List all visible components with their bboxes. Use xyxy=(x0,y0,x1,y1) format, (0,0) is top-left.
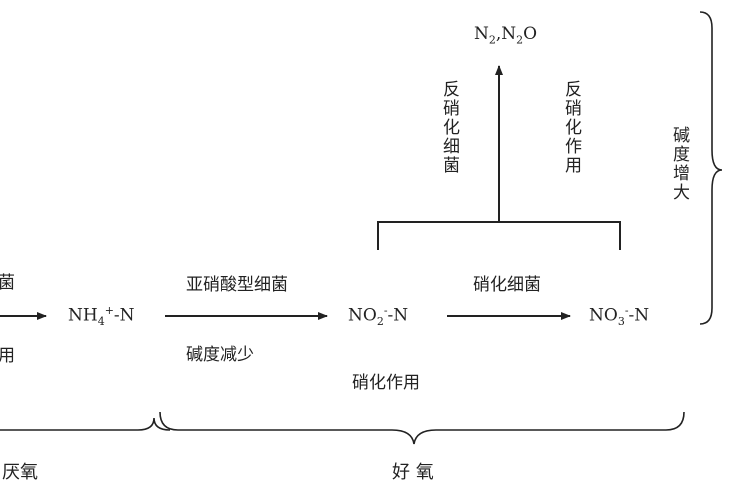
label-aerobic: 好 氧 xyxy=(392,462,434,483)
alkalinity-brace xyxy=(699,11,723,325)
label-nitrifying-bacteria: 硝化细菌 xyxy=(473,275,541,295)
label-left-bottom-partial: 用 xyxy=(0,346,15,366)
label-alkalinity-increase: 碱度增大 xyxy=(669,126,689,202)
node-n2-n2o: N2,N2O xyxy=(474,24,538,47)
label-denitrification: 反硝化作用 xyxy=(561,80,581,175)
anoxic-brace xyxy=(0,417,171,431)
aerobic-brace xyxy=(159,411,685,445)
denitrification-bracket xyxy=(377,221,621,250)
label-left-top-partial: 菌 xyxy=(0,273,15,293)
label-denitrifying-bacteria: 反硝化细菌 xyxy=(439,80,459,175)
node-nh4: NH4+-N xyxy=(68,304,135,329)
label-nitrification: 硝化作用 xyxy=(352,373,420,393)
label-anoxic: 厌氧 xyxy=(2,462,38,483)
node-no3: NO3--N xyxy=(589,304,650,329)
label-nitrite-bacteria: 亚硝酸型细菌 xyxy=(186,275,288,295)
node-no2: NO2--N xyxy=(348,304,409,329)
label-alkalinity-decrease: 碱度减少 xyxy=(186,345,254,365)
